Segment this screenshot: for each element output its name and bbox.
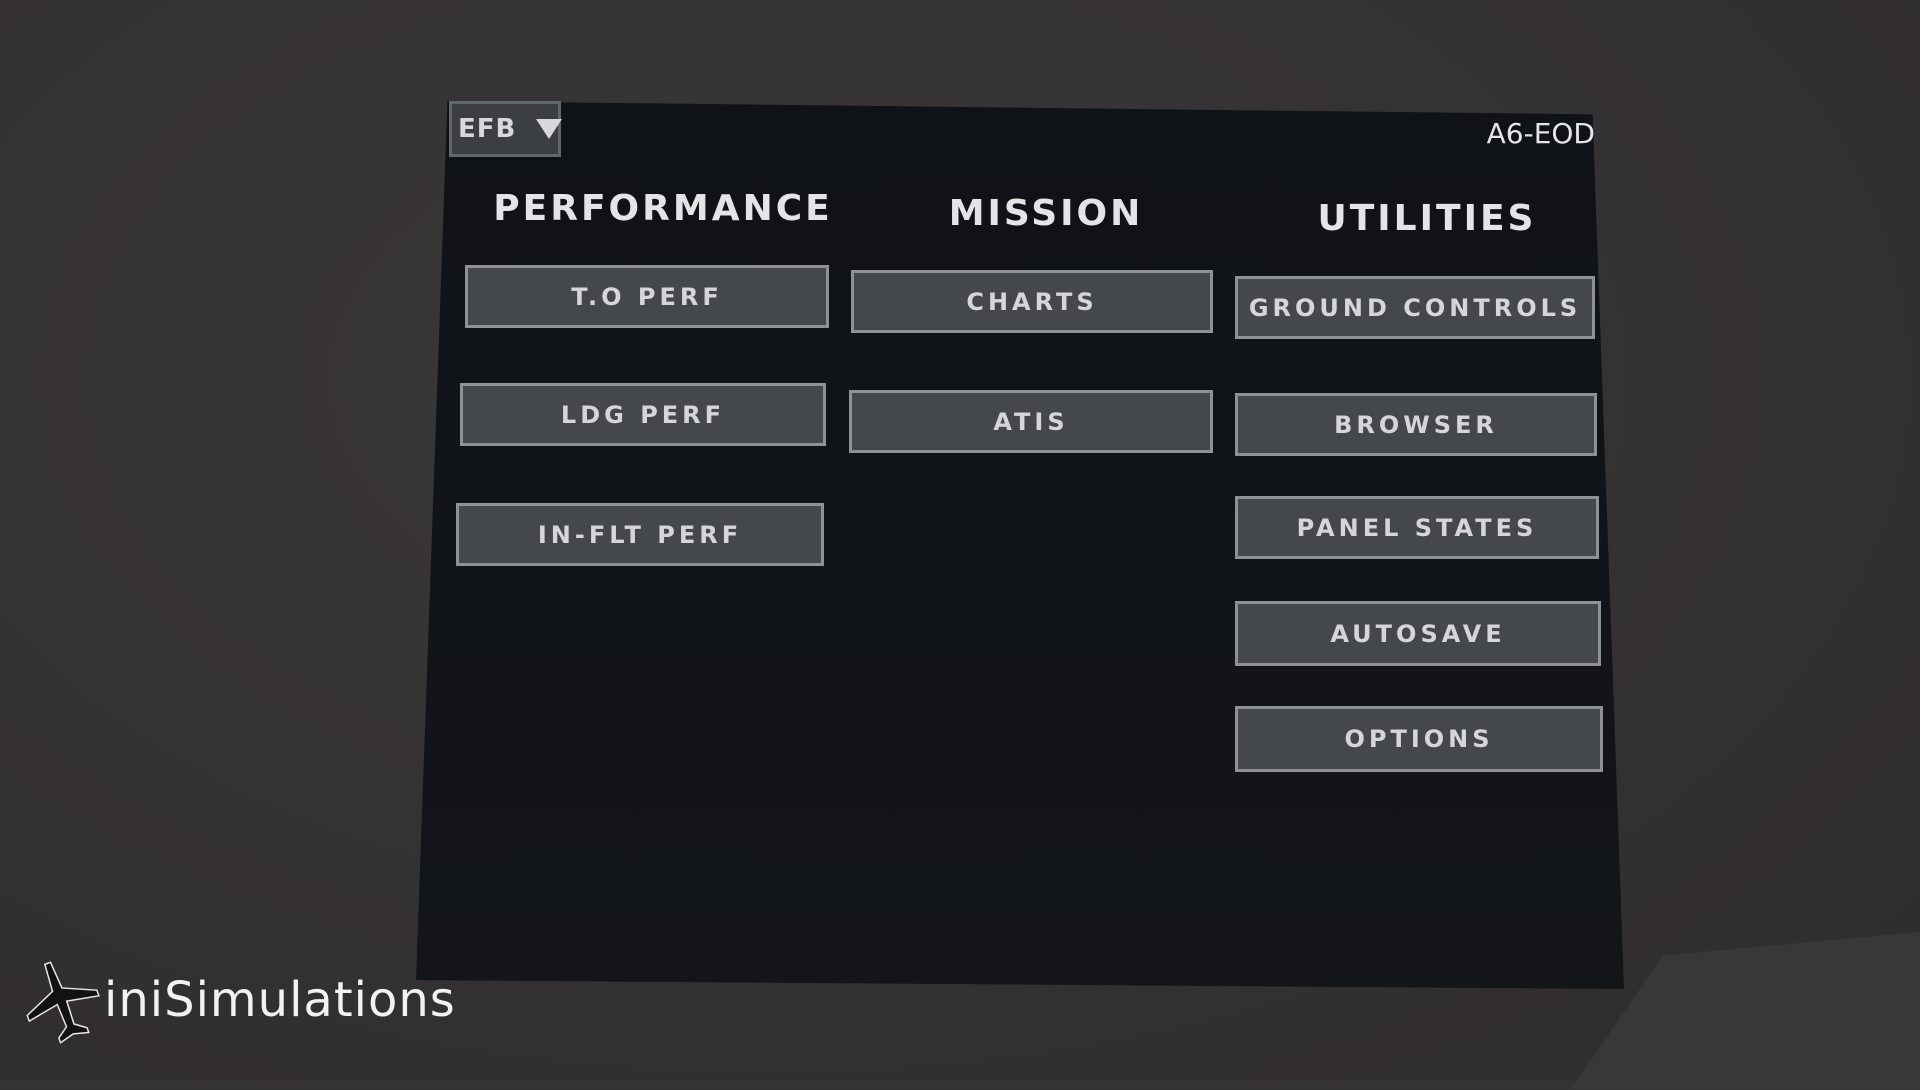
- options-button[interactable]: OPTIONS: [1235, 706, 1603, 772]
- in-flt-perf-button[interactable]: IN-FLT PERF: [456, 503, 824, 566]
- heading-mission: MISSION: [948, 193, 1144, 234]
- brand-logo: iniSimulations: [20, 955, 456, 1045]
- charts-button[interactable]: CHARTS: [851, 270, 1213, 333]
- ground-controls-button[interactable]: GROUND CONTROLS: [1235, 276, 1595, 339]
- heading-performance: PERFORMANCE: [493, 188, 833, 229]
- atis-button[interactable]: ATIS: [849, 390, 1213, 453]
- brand-logo-text: iniSimulations: [104, 972, 456, 1028]
- browser-button[interactable]: BROWSER: [1235, 393, 1597, 456]
- autosave-button[interactable]: AUTOSAVE: [1235, 601, 1601, 666]
- efb-menu-dropdown[interactable]: EFB: [449, 101, 563, 157]
- tail-number: A6-EOD: [1486, 117, 1595, 150]
- chevron-down-icon: [536, 119, 563, 139]
- panel-states-button[interactable]: PANEL STATES: [1235, 496, 1599, 559]
- heading-utilities: UTILITIES: [1317, 198, 1537, 239]
- airplane-icon: [26, 961, 100, 1044]
- efb-menu-label: EFB: [458, 114, 517, 144]
- to-perf-button[interactable]: T.O PERF: [465, 265, 829, 328]
- ldg-perf-button[interactable]: LDG PERF: [460, 383, 826, 446]
